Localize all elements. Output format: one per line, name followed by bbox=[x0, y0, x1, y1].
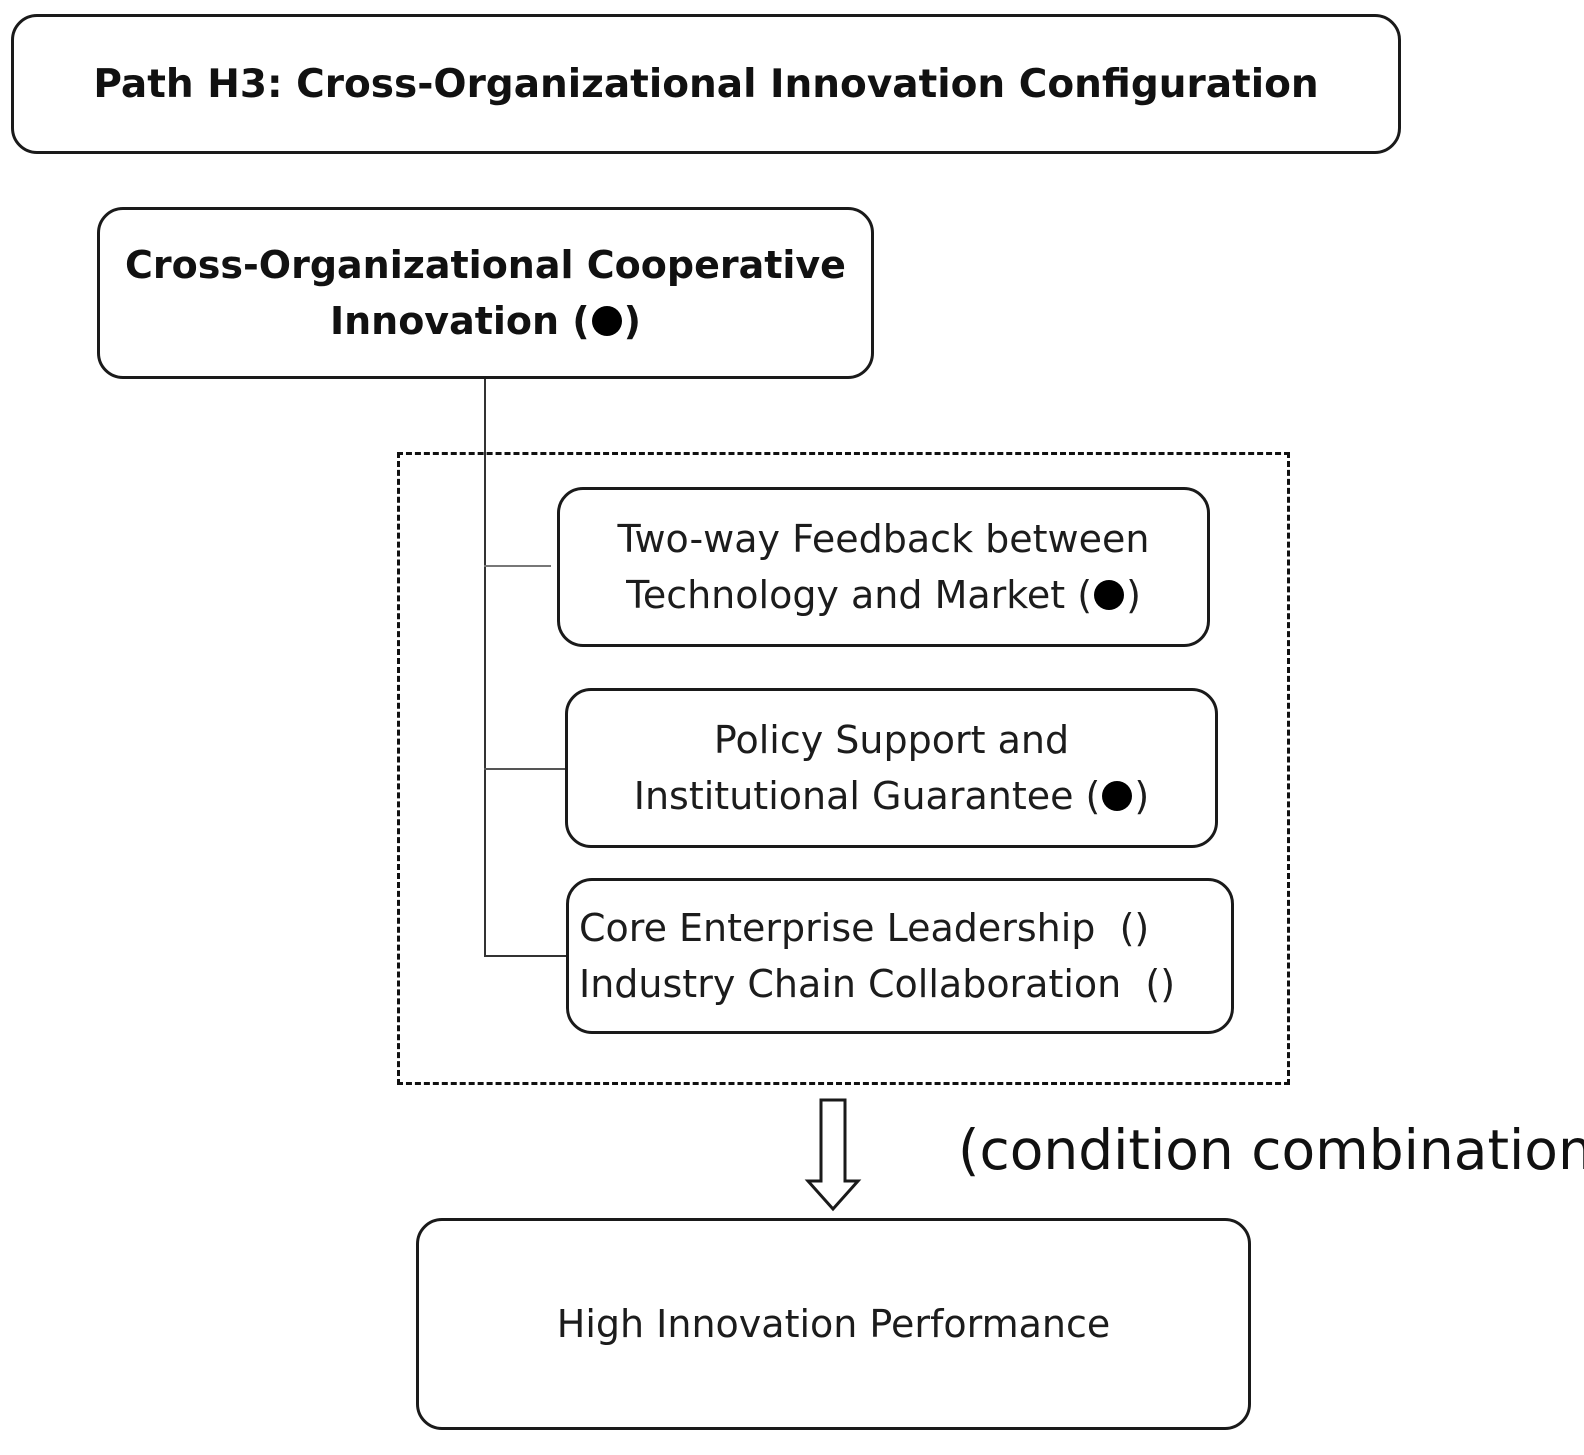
branch-connector-2 bbox=[484, 768, 565, 770]
core-condition-dot-icon bbox=[591, 305, 622, 336]
condition-box-enterprise-chain: Core Enterprise Leadership () Industry C… bbox=[566, 878, 1234, 1034]
condition-2-line2: Institutional Guarantee () bbox=[634, 768, 1149, 824]
core-condition-dot-icon bbox=[1094, 579, 1125, 610]
condition-combination-label: (condition combination) bbox=[958, 1118, 1584, 1182]
condition-box-tech-market: Two-way Feedback between Technology and … bbox=[557, 487, 1210, 647]
condition-group-frame bbox=[397, 452, 1290, 1085]
root-condition-line1: Cross-Organizational Cooperative bbox=[125, 243, 846, 287]
root-condition-box: Cross-Organizational Cooperative Innovat… bbox=[97, 207, 874, 379]
condition-box-policy: Policy Support and Institutional Guarant… bbox=[565, 688, 1218, 848]
outcome-box: High Innovation Performance bbox=[416, 1218, 1251, 1430]
condition-1-prefix: Technology and Market ( bbox=[626, 573, 1093, 617]
branch-connector-1 bbox=[484, 565, 551, 567]
branch-connector-3 bbox=[484, 955, 566, 957]
condition-1-line1: Two-way Feedback between bbox=[617, 517, 1150, 561]
root-condition-line2: Innovation () bbox=[330, 293, 641, 349]
path-title-box: Path H3: Cross-Organizational Innovation… bbox=[11, 14, 1401, 154]
core-condition-dot-icon bbox=[1102, 780, 1133, 811]
condition-2-prefix: Institutional Guarantee ( bbox=[633, 774, 1101, 818]
path-title: Path H3: Cross-Organizational Innovation… bbox=[93, 61, 1319, 107]
condition-3-line1: Core Enterprise Leadership () bbox=[579, 906, 1150, 950]
condition-3-line2: Industry Chain Collaboration () bbox=[579, 962, 1176, 1006]
condition-1-line2: Technology and Market () bbox=[626, 567, 1141, 623]
down-arrow-icon bbox=[804, 1098, 862, 1212]
root-condition-prefix: Innovation ( bbox=[329, 299, 590, 343]
condition-1-suffix: ) bbox=[1126, 573, 1141, 617]
outcome-label: High Innovation Performance bbox=[556, 1302, 1111, 1346]
condition-2-line1: Policy Support and bbox=[713, 718, 1070, 762]
root-condition-suffix: ) bbox=[623, 299, 642, 343]
condition-2-suffix: ) bbox=[1134, 774, 1150, 818]
trunk-connector bbox=[484, 379, 486, 957]
